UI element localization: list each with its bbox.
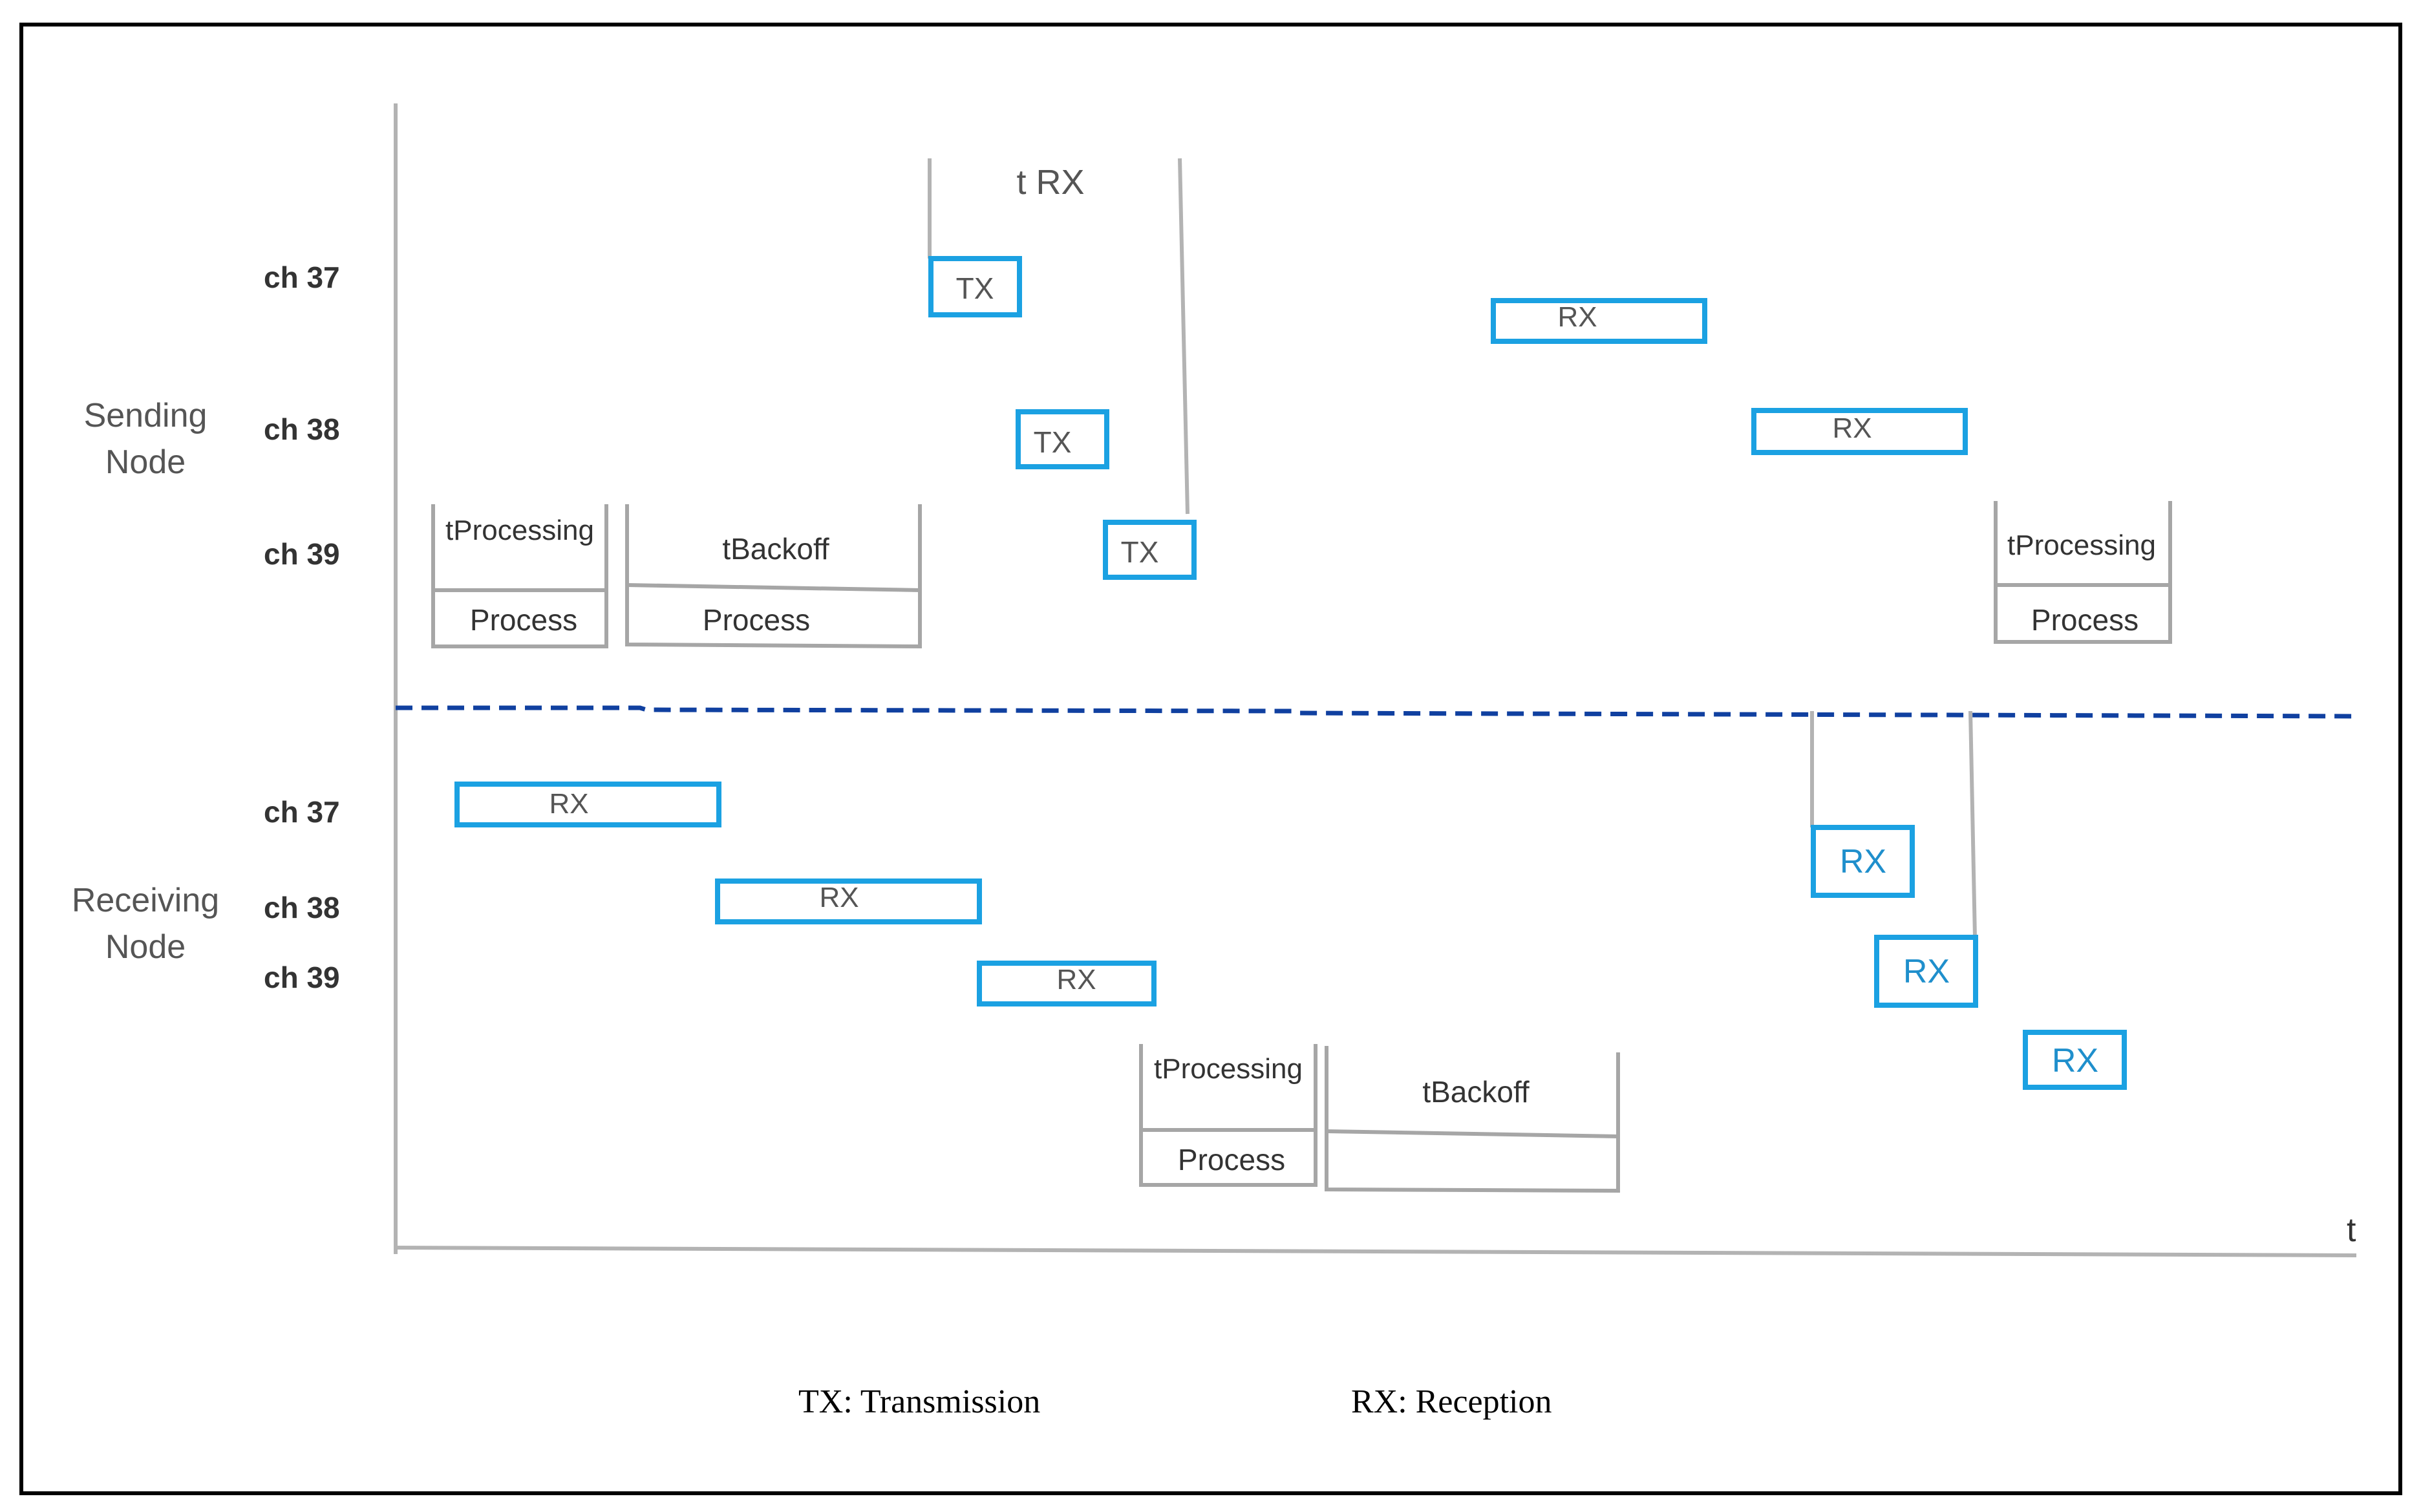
sending-processing-2-frame (1994, 501, 2172, 644)
node-divider (396, 705, 2357, 719)
sending-channel-38: ch 38 (264, 412, 340, 446)
tx-box-ch37 (928, 256, 1022, 317)
tx-label-ch37: TX (956, 272, 994, 305)
diagram-frame (19, 23, 2402, 1495)
sending-backoff-title: tBackoff (722, 532, 829, 566)
receiving-rx-highlight-label-ch37: RX (1840, 843, 1886, 880)
receiving-rx-label-ch38: RX (819, 882, 859, 913)
sending-processing-1-frame (431, 504, 608, 648)
legend-rx: RX: Reception (1351, 1383, 1552, 1420)
sending-backoff-body: Process (703, 603, 810, 637)
sending-backoff-divider (626, 583, 921, 592)
tx-label-ch38: TX (1034, 425, 1072, 459)
receiving-processing-body: Process (1178, 1143, 1285, 1177)
receiving-backoff-divider (1326, 1129, 1619, 1138)
sending-rx-box-ch37 (1491, 298, 1707, 344)
legend-tx: TX: Transmission (798, 1383, 1040, 1420)
sending-backoff-frame (625, 504, 922, 649)
receiving-node-label-line2: Node (105, 928, 186, 966)
sending-node-label-line1: Sending (84, 397, 208, 434)
receiving-processing-title: tProcessing (1154, 1053, 1303, 1085)
trx-label: t RX (1016, 163, 1084, 202)
receiving-rx-highlight-label-ch39: RX (2052, 1042, 2098, 1080)
sending-channel-39: ch 39 (264, 537, 340, 571)
sending-processing-1-body: Process (470, 603, 577, 637)
receiving-rx-box-ch37 (454, 782, 721, 827)
x-axis (395, 1246, 2357, 1257)
receiving-rx-highlight-ch37 (1811, 825, 1915, 898)
receiving-rx-bracket-right (1968, 710, 1977, 938)
receiving-rx-highlight-label-ch38: RX (1903, 953, 1950, 990)
receiving-rx-label-ch37: RX (549, 788, 588, 820)
receiving-node-label-line1: Receiving (72, 882, 219, 919)
receiving-backoff-frame (1325, 1046, 1620, 1193)
trx-bracket-right (1178, 158, 1189, 515)
receiving-rx-box-ch38 (715, 878, 982, 924)
receiving-rx-highlight-ch38 (1874, 935, 1978, 1008)
sending-rx-label-ch38: RX (1832, 412, 1872, 444)
sending-channel-37: ch 37 (264, 261, 340, 294)
tx-label-ch39: TX (1121, 535, 1159, 569)
receiving-processing-frame (1139, 1044, 1317, 1187)
receiving-rx-box-ch39 (977, 961, 1157, 1006)
receiving-channel-38: ch 38 (264, 891, 340, 924)
sending-processing-2-title: tProcessing (2007, 529, 2156, 561)
tx-box-ch38 (1016, 409, 1109, 469)
sending-processing-1-title: tProcessing (445, 515, 594, 546)
receiving-channel-39: ch 39 (264, 961, 340, 994)
receiving-backoff-title: tBackoff (1422, 1075, 1530, 1109)
sending-processing-2-body: Process (2031, 603, 2138, 637)
receiving-channel-37: ch 37 (264, 795, 340, 829)
receiving-rx-highlight-ch39 (2023, 1030, 2127, 1090)
tx-box-ch39 (1103, 520, 1197, 580)
sending-rx-box-ch38 (1751, 408, 1968, 455)
sending-node-label-line2: Node (105, 443, 186, 481)
receiving-rx-label-ch39: RX (1056, 964, 1096, 996)
sending-rx-label-ch37: RX (1557, 301, 1597, 333)
time-axis-label: t (2347, 1211, 2356, 1249)
